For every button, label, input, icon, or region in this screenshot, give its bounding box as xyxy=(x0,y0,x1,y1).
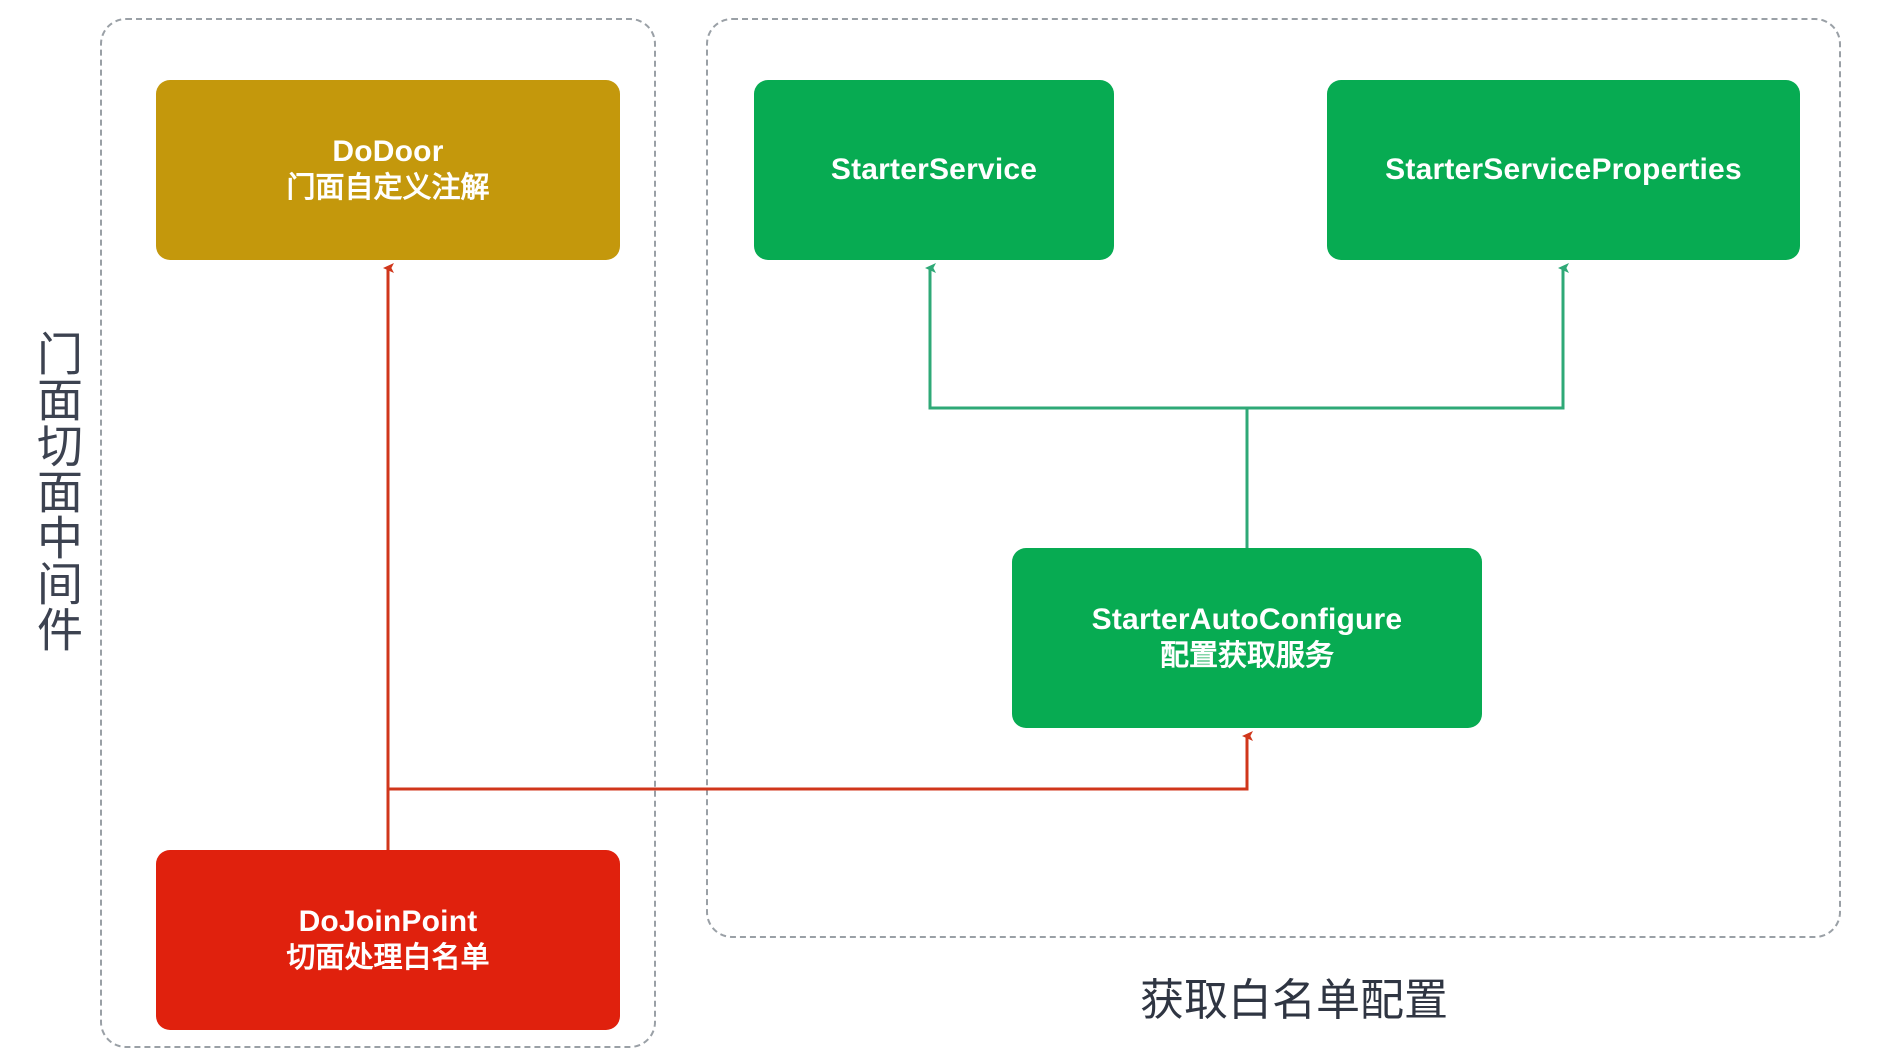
node-starterautoconfigure-title: StarterAutoConfigure xyxy=(1091,603,1403,637)
caption-whitelist-config: 获取白名单配置 xyxy=(1140,975,1448,1026)
node-starterautoconfigure-subtitle: 配置获取服务 xyxy=(1159,638,1334,672)
node-dojoinpoint[interactable]: DoJoinPoint 切面处理白名单 xyxy=(156,850,620,1030)
node-dojoinpoint-subtitle: 切面处理白名单 xyxy=(286,940,490,974)
group-container-middleware xyxy=(100,18,656,1048)
node-dojoinpoint-title: DoJoinPoint xyxy=(298,905,478,939)
node-dodoor-subtitle: 门面自定义注解 xyxy=(286,170,490,204)
node-starterservice-title: StarterService xyxy=(830,152,1038,186)
node-dodoor[interactable]: DoDoor 门面自定义注解 xyxy=(156,80,620,260)
node-starterserviceproperties-title: StarterServiceProperties xyxy=(1385,152,1742,186)
vertical-group-label-middleware: 门面切面中间件 xyxy=(30,330,84,652)
node-starterautoconfigure[interactable]: StarterAutoConfigure 配置获取服务 xyxy=(1012,548,1482,728)
node-starterserviceproperties[interactable]: StarterServiceProperties xyxy=(1327,80,1800,260)
group-container-whitelist-config xyxy=(706,18,1841,938)
node-dodoor-title: DoDoor xyxy=(332,135,444,169)
node-starterservice[interactable]: StarterService xyxy=(754,80,1114,260)
